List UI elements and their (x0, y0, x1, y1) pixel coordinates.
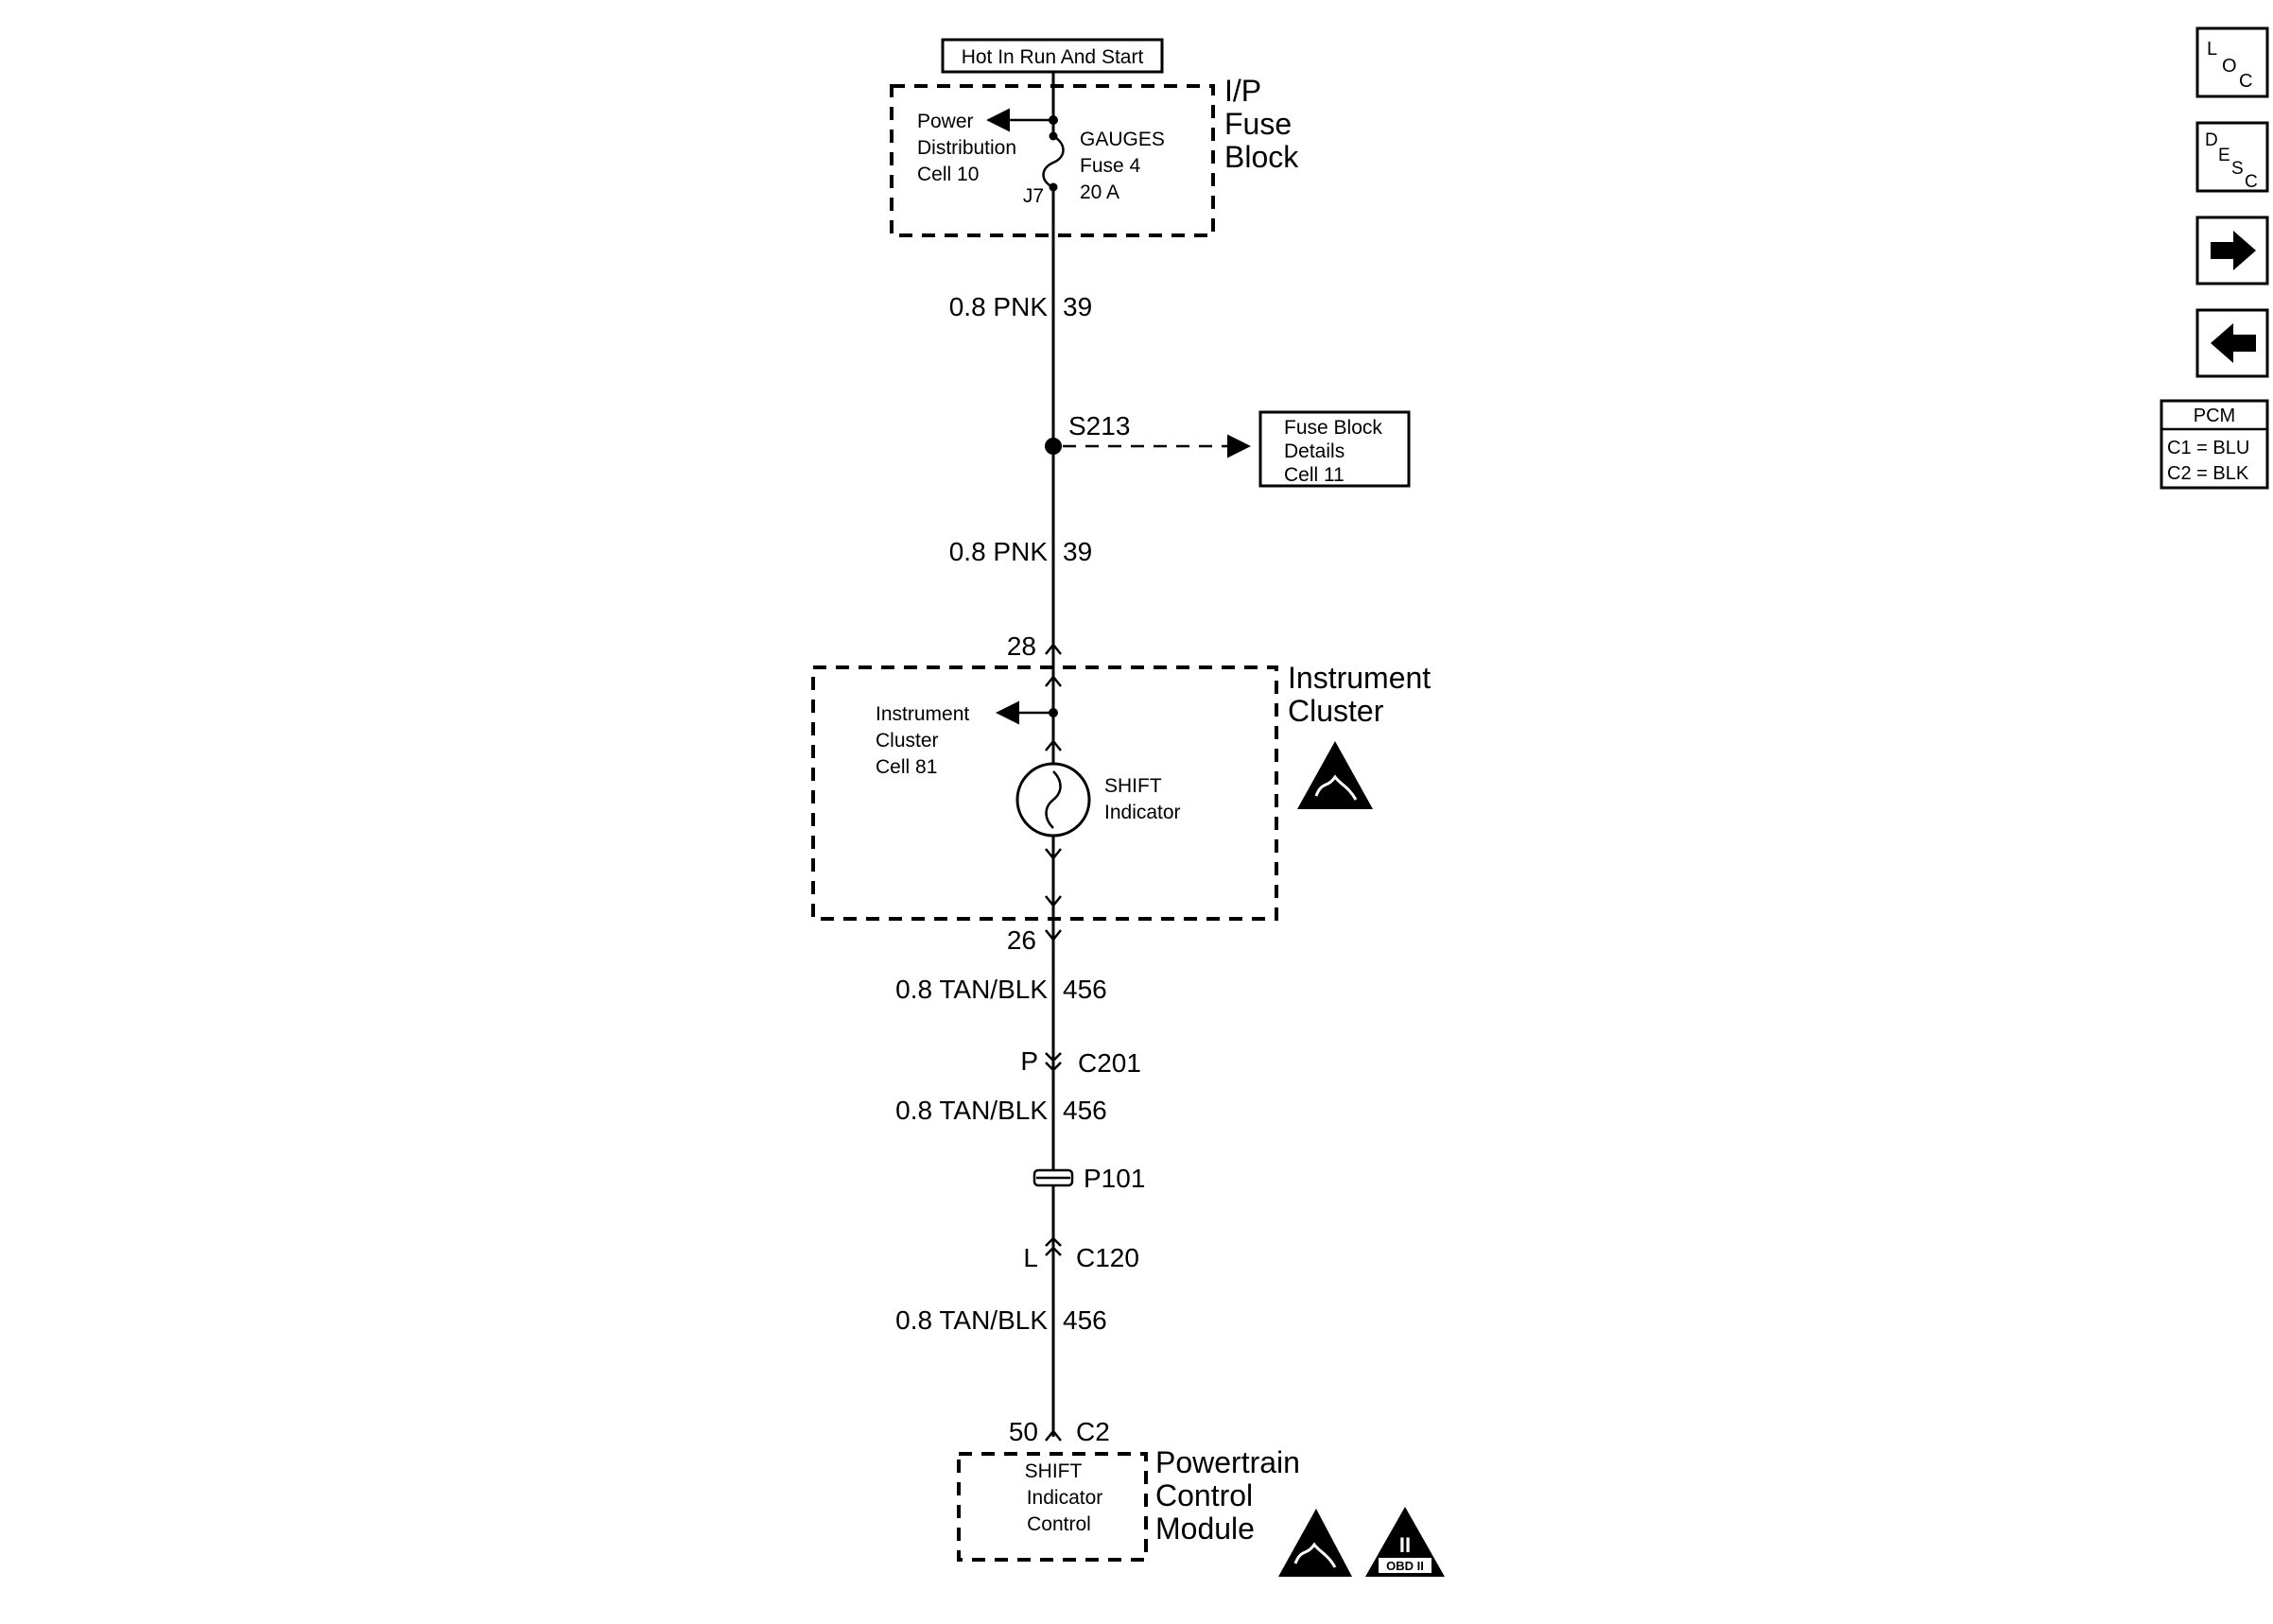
wire-1-circuit: 39 (1063, 292, 1092, 321)
lamp-label-2: Indicator (1104, 802, 1181, 823)
fuse-block-name-2: Fuse (1224, 107, 1292, 141)
pcm-pin-icon (1045, 1428, 1062, 1442)
cluster-ref-2: Cluster (876, 730, 939, 752)
c201-pin: P (1020, 1046, 1038, 1076)
power-dist-ref-3: Cell 10 (917, 164, 979, 185)
esd-warning-icon (1297, 741, 1373, 809)
obd-label: OBD II (1386, 1559, 1424, 1573)
cluster-name-2: Cluster (1288, 694, 1384, 728)
c201-pin-icon-top (1045, 1052, 1062, 1063)
c201-pin-icon-bottom (1045, 1062, 1062, 1072)
splice-ref-1: Fuse Block (1284, 417, 1382, 439)
prev-button[interactable] (2195, 308, 2269, 378)
desc-letter-2: E (2218, 146, 2230, 165)
connector-c120: L C120 (1023, 1236, 1139, 1272)
cluster-ref-1: Instrument (876, 703, 969, 725)
wire-4-circuit: 456 (1063, 1096, 1107, 1125)
fuse-block: I/P Fuse Block Power Distribution Cell 1… (890, 74, 1299, 237)
desc-letter-3: S (2231, 159, 2244, 179)
pcm-pin: 50 (1009, 1417, 1038, 1446)
lamp-pin-top-icon (1045, 738, 1062, 752)
wire-1-spec: 0.8 PNK (949, 292, 1049, 321)
wire-3-spec: 0.8 TAN/BLK (895, 975, 1048, 1004)
wire-5-circuit: 456 (1063, 1305, 1107, 1335)
legend-row-2: C2 = BLK (2167, 463, 2249, 484)
obd-ii-icon: II OBD II (1365, 1507, 1445, 1577)
obd-symbol: II (1399, 1533, 1411, 1557)
fuse-block-name-3: Block (1224, 140, 1299, 174)
lamp-label-1: SHIFT (1104, 775, 1162, 797)
loc-letter-2: O (2222, 56, 2237, 77)
splice-ref-2: Details (1284, 441, 1345, 462)
lamp-pin-bottom-icon (1045, 848, 1062, 861)
connector-pin-in-icon (1045, 642, 1062, 655)
pcm-connector: C2 (1076, 1417, 1110, 1446)
pcm-name-2: Control (1155, 1478, 1253, 1512)
passthrough-p101: P101 (1032, 1164, 1145, 1193)
arrow-left-icon (2211, 323, 2256, 363)
supply-label-box: Hot In Run And Start (941, 38, 1164, 74)
pcm-name-1: Powertrain (1155, 1445, 1300, 1479)
fuse-terminal-label: J7 (1023, 185, 1044, 207)
power-dist-ref-2: Distribution (917, 137, 1016, 159)
cluster-ref-3: Cell 81 (876, 756, 937, 778)
c120-pin: L (1023, 1243, 1038, 1272)
splice-ref-3: Cell 11 (1284, 464, 1345, 486)
cluster-pin-out: 26 (1007, 925, 1036, 955)
splice-id: S213 (1068, 411, 1130, 441)
c120-id: C120 (1076, 1243, 1139, 1272)
legend-title: PCM (2194, 406, 2235, 426)
desc-button[interactable]: D E S C (2195, 121, 2269, 193)
c201-id: C201 (1078, 1048, 1141, 1078)
internal-pin-out-icon (1045, 895, 1062, 908)
splice-dot (1045, 438, 1062, 455)
loc-letter-1: L (2207, 39, 2217, 60)
splice-s213: S213 Fuse Block Details Cell 11 (1045, 410, 1411, 488)
cluster-name-1: Instrument (1288, 661, 1431, 695)
next-button[interactable] (2195, 216, 2269, 285)
fuse-icon (1042, 134, 1065, 189)
powertrain-control-module: 50 C2 Powertrain Control Module SHIFT In… (957, 1417, 1445, 1577)
instrument-cluster: 28 Instrument Cluster Instrument Cluster… (811, 631, 1431, 955)
fuse-terminal-bottom (1049, 182, 1058, 192)
pcm-name-3: Module (1155, 1512, 1255, 1546)
fuse-name: GAUGES (1080, 129, 1165, 150)
wire-3-circuit: 456 (1063, 975, 1107, 1004)
pcm-esd-warning-icon (1278, 1509, 1352, 1577)
connector-legend: PCM C1 = BLU C2 = BLK (2160, 399, 2269, 490)
connector-pin-out-icon (1045, 929, 1062, 942)
splice-ref-box (1258, 410, 1411, 488)
wire-2-circuit: 39 (1063, 537, 1092, 566)
desc-letter-1: D (2205, 130, 2218, 150)
wire-4-spec: 0.8 TAN/BLK (895, 1096, 1048, 1125)
passthrough-id: P101 (1084, 1164, 1145, 1193)
loc-letter-3: C (2239, 71, 2252, 92)
pcm-func-3: Control (1027, 1513, 1091, 1535)
arrow-right-icon (2211, 231, 2256, 270)
legend-row-1: C1 = BLU (2167, 438, 2249, 458)
cluster-pin-in: 28 (1007, 631, 1036, 661)
internal-pin-icon (1045, 674, 1062, 687)
fuse-rating: 20 A (1080, 181, 1119, 203)
wire-2-spec: 0.8 PNK (949, 537, 1049, 566)
pcm-func-1: SHIFT (1025, 1460, 1083, 1482)
loc-button[interactable]: L O C (2195, 26, 2269, 98)
c120-pin-icon-top (1045, 1236, 1062, 1247)
desc-letter-4: C (2245, 172, 2258, 192)
pcm-func-2: Indicator (1027, 1487, 1103, 1509)
fuse-block-name-1: I/P (1224, 74, 1261, 108)
connector-c201: P C201 (1020, 1046, 1141, 1078)
wire-5-spec: 0.8 TAN/BLK (895, 1305, 1048, 1335)
bulb-filament-icon (1045, 770, 1062, 829)
power-dist-ref-1: Power (917, 111, 974, 132)
fuse-number: Fuse 4 (1080, 155, 1141, 177)
c120-pin-icon-bottom (1045, 1246, 1062, 1256)
supply-label: Hot In Run And Start (962, 46, 1144, 68)
